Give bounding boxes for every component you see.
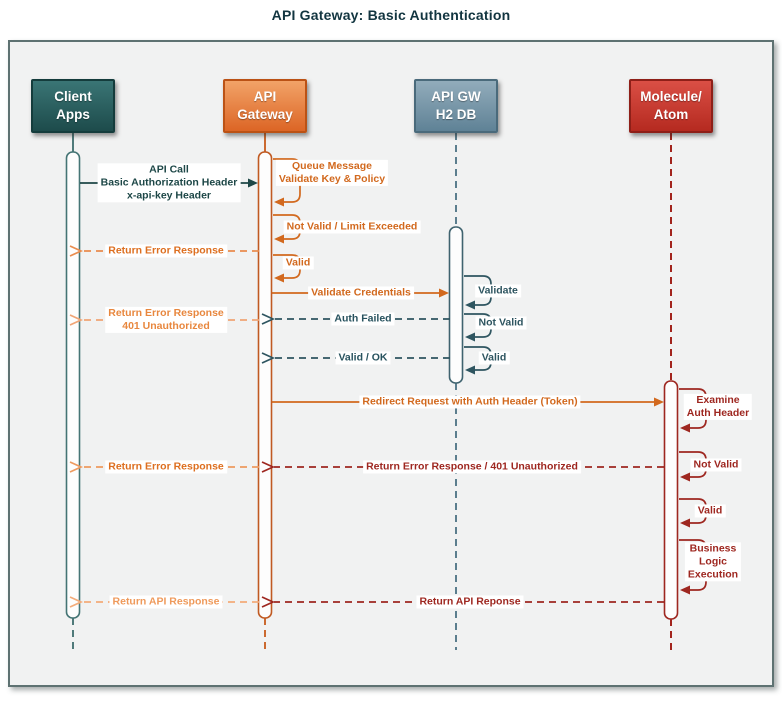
self-arrowhead-valid-h2db bbox=[465, 365, 475, 375]
self-arrowhead-valid-molecule bbox=[680, 518, 690, 528]
activation-bar-api-gw-h2-db bbox=[448, 226, 464, 384]
arrowhead-redirect-request bbox=[654, 397, 664, 407]
self-arrowhead-valid-gateway bbox=[274, 273, 284, 283]
self-arrowhead-business-logic-execution bbox=[680, 585, 690, 595]
arrowhead-return-error-401 bbox=[69, 314, 84, 326]
self-arrowhead-not-valid-limit-exceeded bbox=[274, 234, 284, 244]
arrowhead-return-error-response-2 bbox=[69, 461, 84, 473]
self-message-valid-gateway bbox=[273, 254, 301, 279]
arrowhead-return-api-response bbox=[69, 596, 84, 608]
arrowhead-return-api-reponse-molecule bbox=[261, 596, 276, 608]
diagram-title: API Gateway: Basic Authentication bbox=[271, 7, 511, 23]
self-message-not-valid-molecule bbox=[679, 451, 707, 478]
self-arrowhead-not-valid-h2db bbox=[465, 332, 475, 342]
arrowhead-return-error-401-molecule bbox=[261, 461, 276, 473]
activation-bar-molecule-atom bbox=[663, 380, 679, 620]
arrowhead-auth-failed bbox=[261, 313, 276, 325]
self-message-valid-h2db bbox=[464, 346, 492, 371]
arrowhead-return-error-response-1 bbox=[69, 245, 84, 257]
self-message-examine-auth-header bbox=[679, 388, 707, 429]
self-arrowhead-examine-auth-header bbox=[680, 423, 690, 433]
self-message-not-valid-limit-exceeded bbox=[273, 214, 301, 240]
self-message-not-valid-h2db bbox=[464, 313, 492, 338]
self-arrowhead-validate-h2db bbox=[465, 300, 475, 310]
arrowhead-validate-credentials bbox=[439, 288, 449, 298]
activation-bar-client-apps bbox=[65, 151, 81, 619]
activation-bar-api-gateway bbox=[257, 151, 273, 619]
self-arrowhead-queue-message bbox=[274, 197, 284, 207]
self-message-valid-molecule bbox=[679, 498, 707, 524]
arrowhead-api-call bbox=[248, 178, 258, 188]
self-message-business-logic-execution bbox=[679, 539, 707, 591]
self-arrowhead-not-valid-molecule bbox=[680, 472, 690, 482]
arrowhead-valid-ok bbox=[261, 352, 276, 364]
diagram-frame bbox=[8, 40, 774, 687]
self-message-validate-h2db bbox=[464, 275, 492, 306]
self-message-queue-message bbox=[273, 158, 301, 203]
